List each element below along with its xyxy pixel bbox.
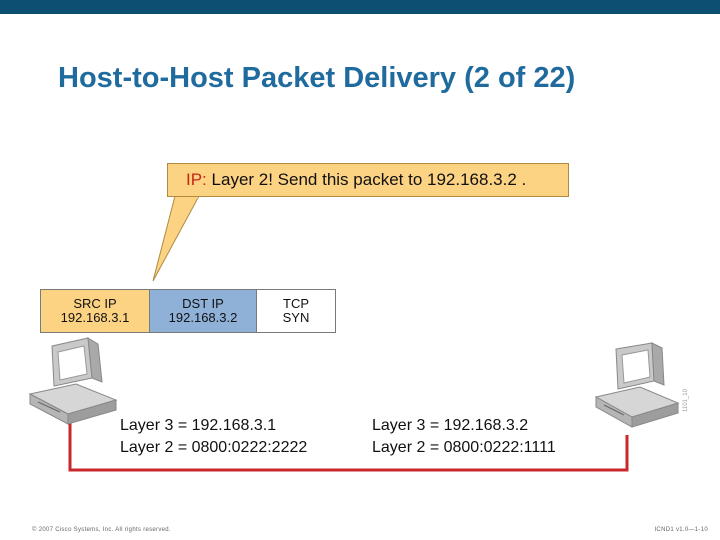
- right-layer2-address: Layer 2 = 0800:0222:1111: [372, 439, 556, 456]
- src-ip-label: SRC IP: [73, 296, 117, 311]
- left-host-addresses: Layer 3 = 192.168.3.1 Layer 2 = 0800:022…: [120, 415, 307, 459]
- callout-pointer: [152, 195, 200, 282]
- src-ip-field: SRC IP 192.168.3.1: [41, 290, 150, 332]
- dst-ip-field: DST IP 192.168.3.2: [150, 290, 257, 332]
- dst-ip-label: DST IP: [182, 296, 224, 311]
- host-left-computer-icon: [28, 337, 118, 425]
- left-layer2-address: Layer 2 = 0800:0222:2222: [120, 439, 308, 456]
- header-bar: [0, 0, 720, 14]
- copyright-footer: © 2007 Cisco Systems, Inc. All rights re…: [32, 527, 171, 533]
- slide-title: Host-to-Host Packet Delivery (2 of 22): [58, 62, 576, 94]
- packet-header: SRC IP 192.168.3.1 DST IP 192.168.3.2 TC…: [40, 289, 336, 333]
- callout-prefix: IP:: [186, 170, 207, 189]
- slide-number-footer: ICND1 v1.0—1-10: [654, 527, 708, 533]
- src-ip-value: 192.168.3.1: [60, 310, 130, 325]
- tcp-label: TCP: [283, 296, 309, 311]
- network-cable: [68, 420, 629, 472]
- right-layer3-address: Layer 3 = 192.168.3.2: [372, 417, 529, 434]
- figure-id-tag: 1101_10: [683, 389, 689, 412]
- tcp-value: SYN: [282, 310, 310, 325]
- tcp-field: TCP SYN: [257, 290, 335, 332]
- ip-callout: IP: Layer 2! Send this packet to 192.168…: [167, 163, 569, 197]
- right-host-addresses: Layer 3 = 192.168.3.2 Layer 2 = 0800:022…: [372, 415, 556, 459]
- callout-message: Layer 2! Send this packet to 192.168.3.2…: [211, 170, 527, 189]
- host-right-computer-icon: [594, 342, 680, 428]
- left-layer3-address: Layer 3 = 192.168.3.1: [120, 417, 277, 434]
- dst-ip-value: 192.168.3.2: [168, 310, 238, 325]
